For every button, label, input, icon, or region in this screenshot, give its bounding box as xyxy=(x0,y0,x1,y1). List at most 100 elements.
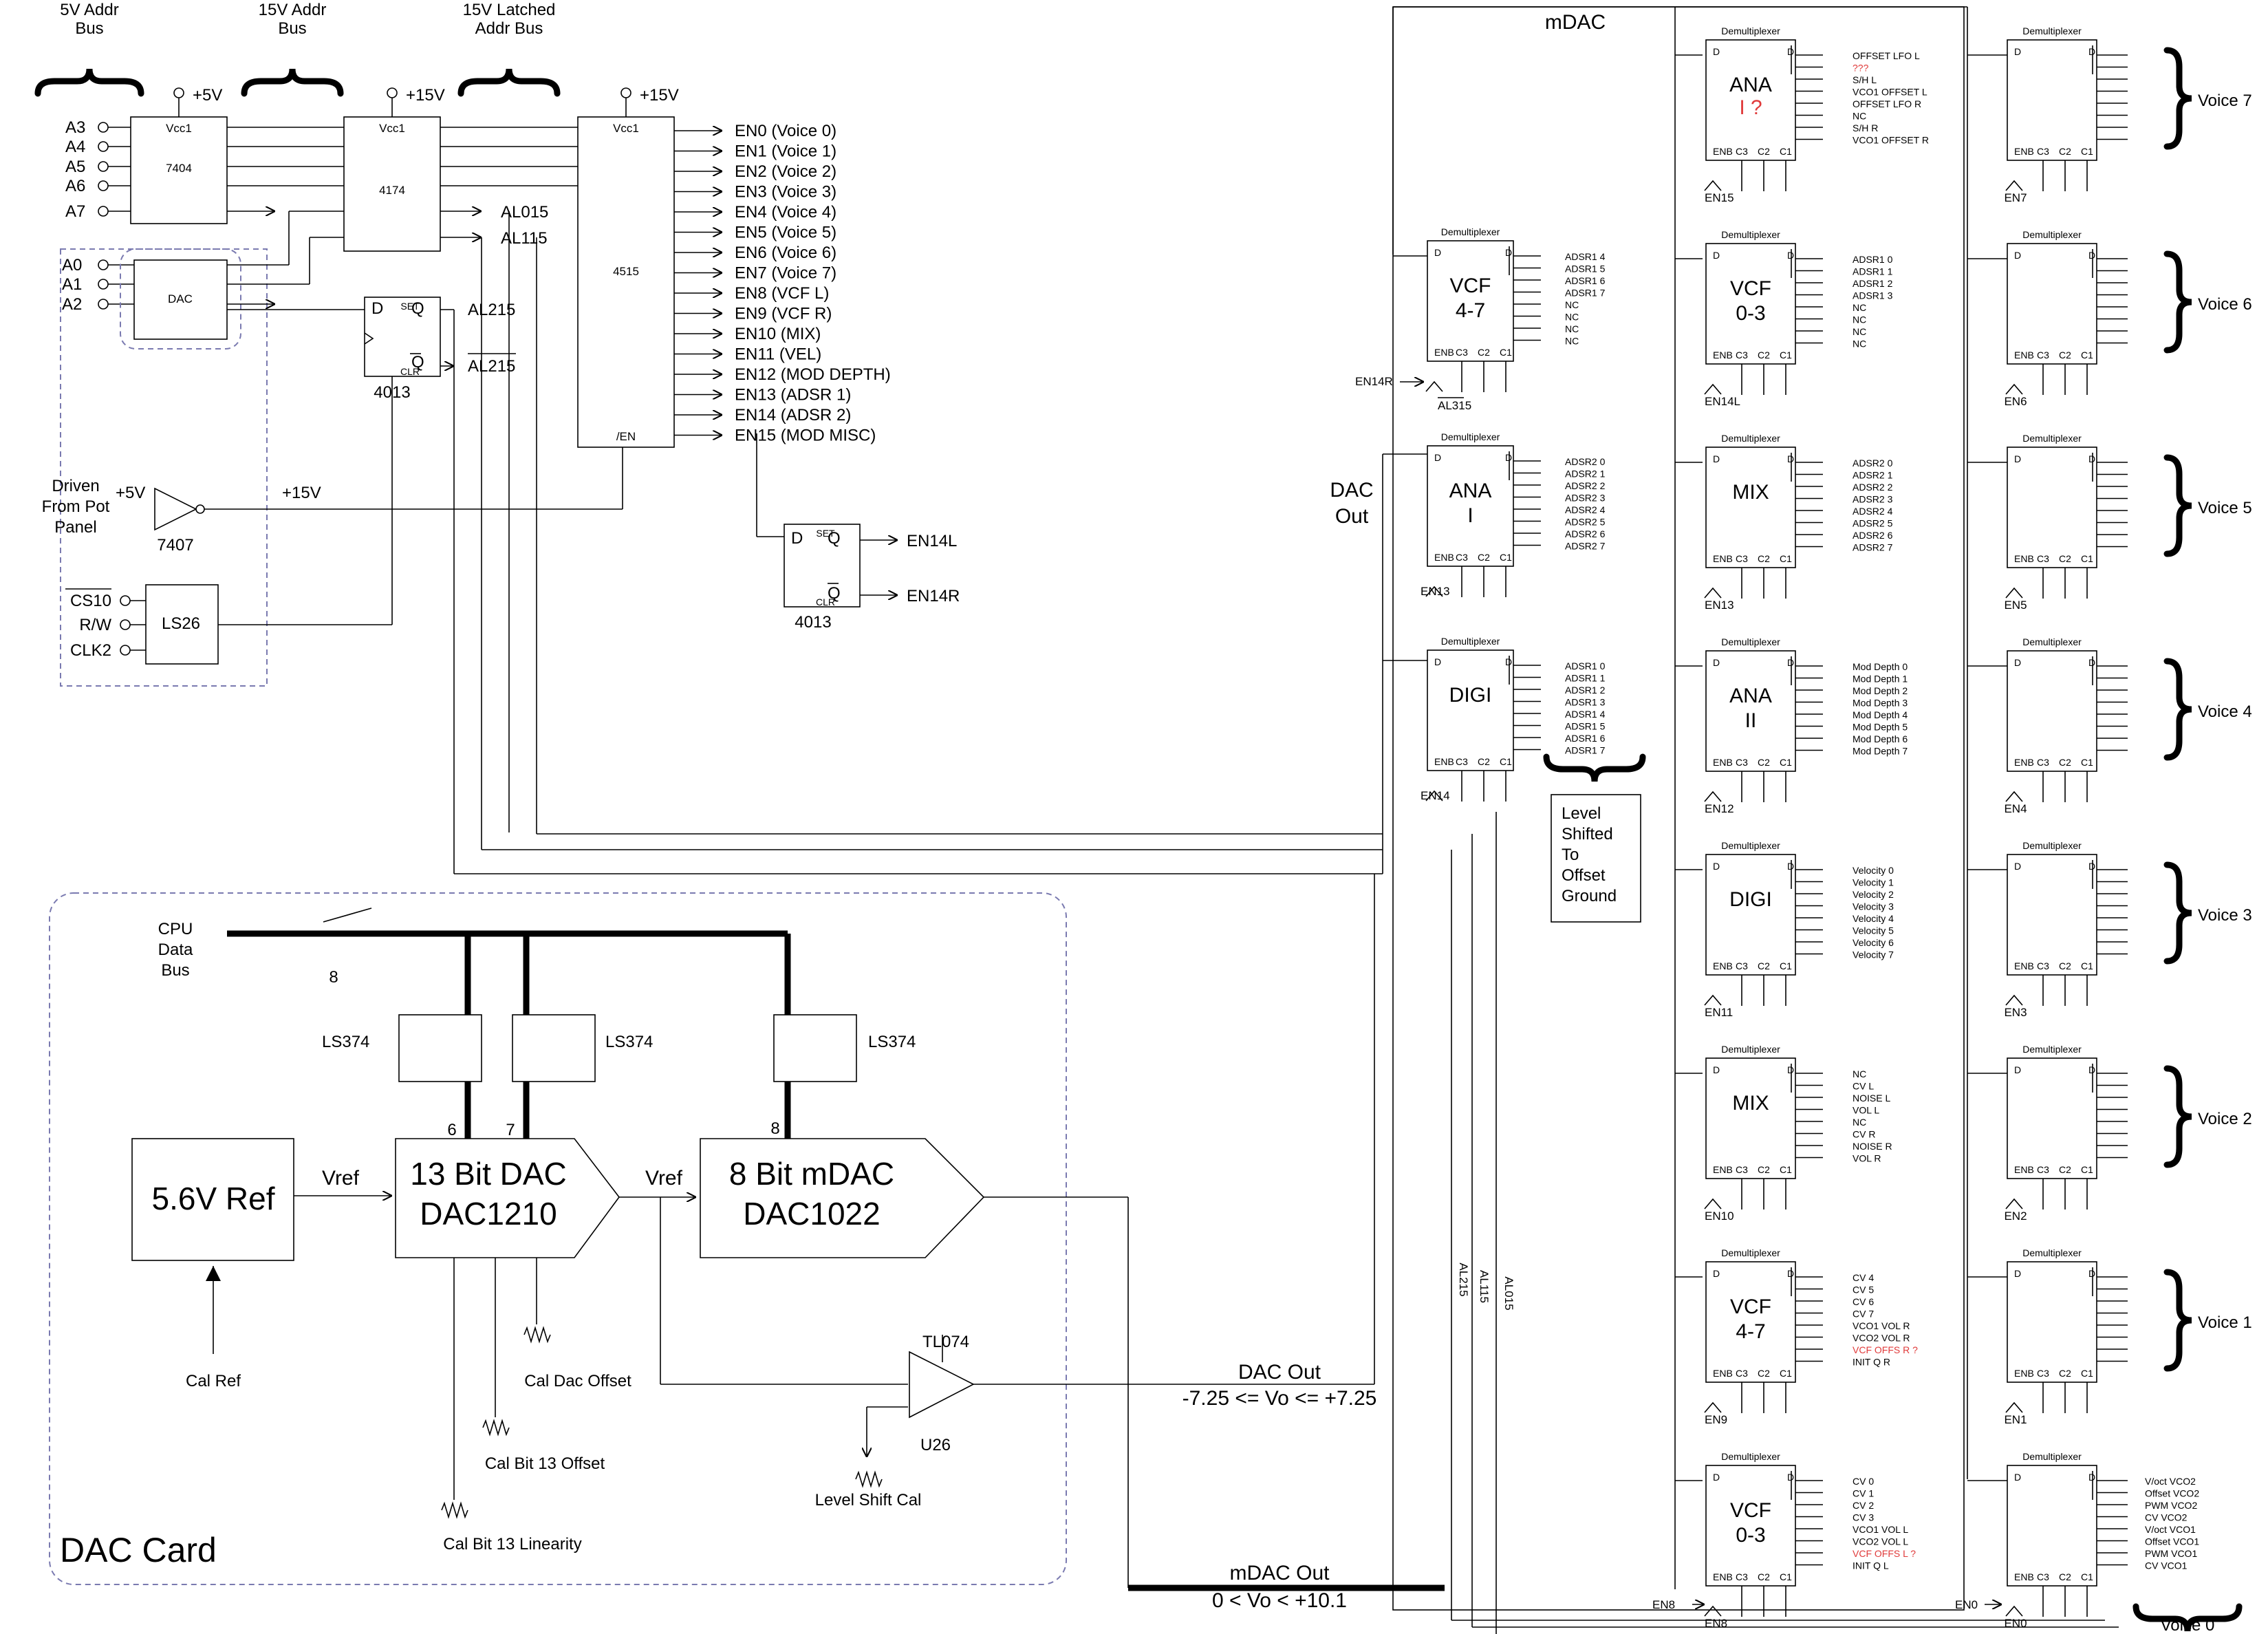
demux-pin-d: D xyxy=(1713,250,1720,261)
enable-arrow xyxy=(1704,1401,1722,1413)
ff-4013-lower xyxy=(784,524,861,608)
pot-panel-area xyxy=(60,248,268,687)
en14r-side: EN14R xyxy=(1355,375,1393,388)
brace-5v-bus xyxy=(34,68,144,97)
voice-en-7: EN0 xyxy=(2004,1617,2027,1630)
enable-9: EN9 (VCF R) xyxy=(735,305,832,323)
demux-pin-c: C3 xyxy=(1736,1164,1748,1175)
demux-out-label: NC xyxy=(1853,1068,1866,1079)
demux-name-mid-1-line: 0-3 xyxy=(1736,302,1765,325)
chip-vcc-label: Vcc1 xyxy=(166,122,192,135)
enable-3: EN3 (Voice 3) xyxy=(735,183,836,202)
demux-out-label: ADSR2 4 xyxy=(1853,506,1893,517)
demux-pin-c: C2 xyxy=(1758,553,1770,564)
supply-5v-pot: +5V xyxy=(116,484,145,502)
latch-label: LS374 xyxy=(605,1033,653,1051)
latch-b xyxy=(512,1014,596,1082)
demux-title: Demultiplexer xyxy=(1441,636,1500,647)
chip-7407-label: 7407 xyxy=(157,536,193,555)
demux-pin-c: C2 xyxy=(1478,552,1490,563)
chip-ls26 xyxy=(145,584,219,665)
demux-out-label: Velocity 7 xyxy=(1853,949,1894,960)
demultiplexer-left-1 xyxy=(1427,445,1514,567)
enable-arrow xyxy=(1704,1605,1722,1617)
demux-out-label: ADSR1 1 xyxy=(1853,266,1893,277)
bus-label-15v-line: Bus xyxy=(278,19,306,38)
chip-4515 xyxy=(577,116,675,448)
supply-5v: +5V xyxy=(193,86,222,105)
addr-terminal xyxy=(98,161,109,172)
enable-arrow xyxy=(1704,180,1722,191)
demux-pin-d: D xyxy=(2014,1472,2021,1483)
demux-pin-c: C3 xyxy=(2037,1164,2049,1175)
latch-label: LS374 xyxy=(868,1033,916,1051)
demux-out-label: VOL R xyxy=(1853,1153,1881,1164)
demux-title: Demultiplexer xyxy=(2022,1451,2082,1462)
demultiplexer-left-2 xyxy=(1427,649,1514,771)
dac1210-block xyxy=(395,1138,620,1258)
demux-pin-c: C3 xyxy=(1736,757,1748,768)
demux-title: Demultiplexer xyxy=(1721,229,1780,240)
demux-out-label: ADSR2 0 xyxy=(1565,456,1606,467)
voice0-out-label: PWM VCO1 xyxy=(2145,1548,2197,1559)
demux-pin-enb: ENB xyxy=(2014,1164,2034,1175)
demux-title: Demultiplexer xyxy=(2022,229,2082,240)
demux-out-label: ADSR2 5 xyxy=(1565,517,1606,528)
demux-out-label: INIT Q L xyxy=(1853,1560,1889,1571)
demux-out-label: Mod Depth 7 xyxy=(1853,746,1908,757)
voice-label-5: Voice 2 xyxy=(2198,1110,2252,1128)
chip-4174 xyxy=(343,116,441,252)
demultiplexer-mid-0 xyxy=(1705,39,1796,161)
cal-bit13-offset-label: Cal Bit 13 Offset xyxy=(485,1454,605,1473)
demux-out-label: S/H L xyxy=(1853,74,1877,85)
demux-out-label: Velocity 0 xyxy=(1853,865,1894,876)
vcc-terminal xyxy=(620,87,631,98)
addr-input-A0: A0 xyxy=(62,256,82,275)
brace-15v-bus xyxy=(241,68,344,97)
demux-out-label: INIT Q R xyxy=(1853,1357,1890,1368)
demux-out-label: CV 5 xyxy=(1853,1284,1874,1296)
demux-pin-c: C1 xyxy=(1780,1571,1792,1582)
demux-pin-c: C1 xyxy=(1780,757,1792,768)
demux-pin-c: C2 xyxy=(1758,1164,1770,1175)
demux-out-label: ADSR2 7 xyxy=(1565,541,1606,552)
demux-name-left-2-line: DIGI xyxy=(1449,684,1492,707)
demux-name-left-0-line: 4-7 xyxy=(1456,299,1485,322)
demux-pin-d: D xyxy=(2014,453,2021,464)
demux-pin-d: D xyxy=(1713,1064,1720,1075)
voice0-out-label: CV VCO1 xyxy=(2145,1560,2188,1571)
vref2-label: Vref xyxy=(645,1167,683,1190)
voice-label-0: Voice 7 xyxy=(2198,92,2252,110)
u26-label: U26 xyxy=(920,1436,951,1454)
bus-label-latched-line: Addr Bus xyxy=(475,19,543,38)
pot-panel-label-line: Driven xyxy=(52,477,99,495)
demux-pin-s1: D xyxy=(2088,657,2095,668)
demux-pin-d: D xyxy=(2014,861,2021,872)
demux-name-left-2: DIGI xyxy=(1449,684,1492,707)
addr-terminal xyxy=(98,122,109,133)
demultiplexer-voice-6 xyxy=(2007,1261,2097,1383)
demux-pin-c: C1 xyxy=(2081,1368,2093,1379)
demux-out-label: CV 0 xyxy=(1853,1476,1874,1487)
demux-out-label: ADSR1 7 xyxy=(1565,288,1606,299)
supply-15v: +15V xyxy=(640,86,679,105)
demux-pin-c: C3 xyxy=(1456,756,1468,767)
chip-7404-label: 7404 xyxy=(166,162,192,175)
demux-pin-c: C2 xyxy=(2059,146,2071,157)
enable-arrow xyxy=(1704,791,1722,802)
ref-label: 5.6V Ref xyxy=(152,1181,275,1216)
demux-out-label: ADSR1 6 xyxy=(1565,733,1606,744)
enable-arrow xyxy=(1425,380,1443,392)
bus-width: 8 xyxy=(329,968,338,987)
demux-out-label: VCO1 VOL L xyxy=(1853,1524,1908,1535)
demux-pin-s1: D xyxy=(1505,247,1512,258)
demux-pin-enb: ENB xyxy=(2014,1368,2034,1379)
demux-pin-d: D xyxy=(2014,250,2021,261)
demultiplexer-mid-5 xyxy=(1705,1057,1796,1179)
enable-arrow xyxy=(2005,180,2023,191)
demux-out-label: VCO2 VOL R xyxy=(1853,1333,1910,1344)
